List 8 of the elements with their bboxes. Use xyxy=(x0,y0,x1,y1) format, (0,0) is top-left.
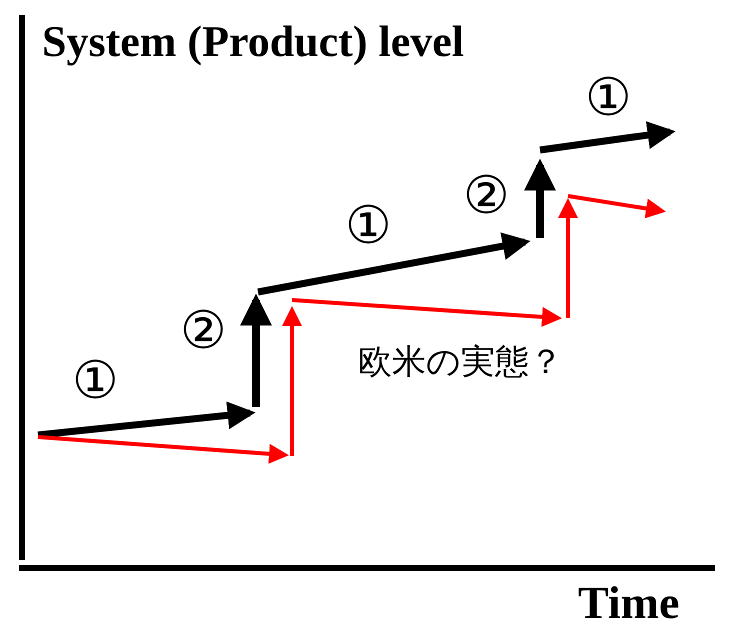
step-number: ② xyxy=(463,170,510,222)
step-number: ① xyxy=(72,355,119,407)
annotation-text: 欧米の実態？ xyxy=(358,345,563,379)
step-number: ② xyxy=(180,305,227,357)
axis-label: System (Product) level xyxy=(42,20,465,64)
axis-label: Time xyxy=(578,580,680,626)
step-number: ① xyxy=(585,72,632,124)
step-number: ① xyxy=(345,200,392,252)
